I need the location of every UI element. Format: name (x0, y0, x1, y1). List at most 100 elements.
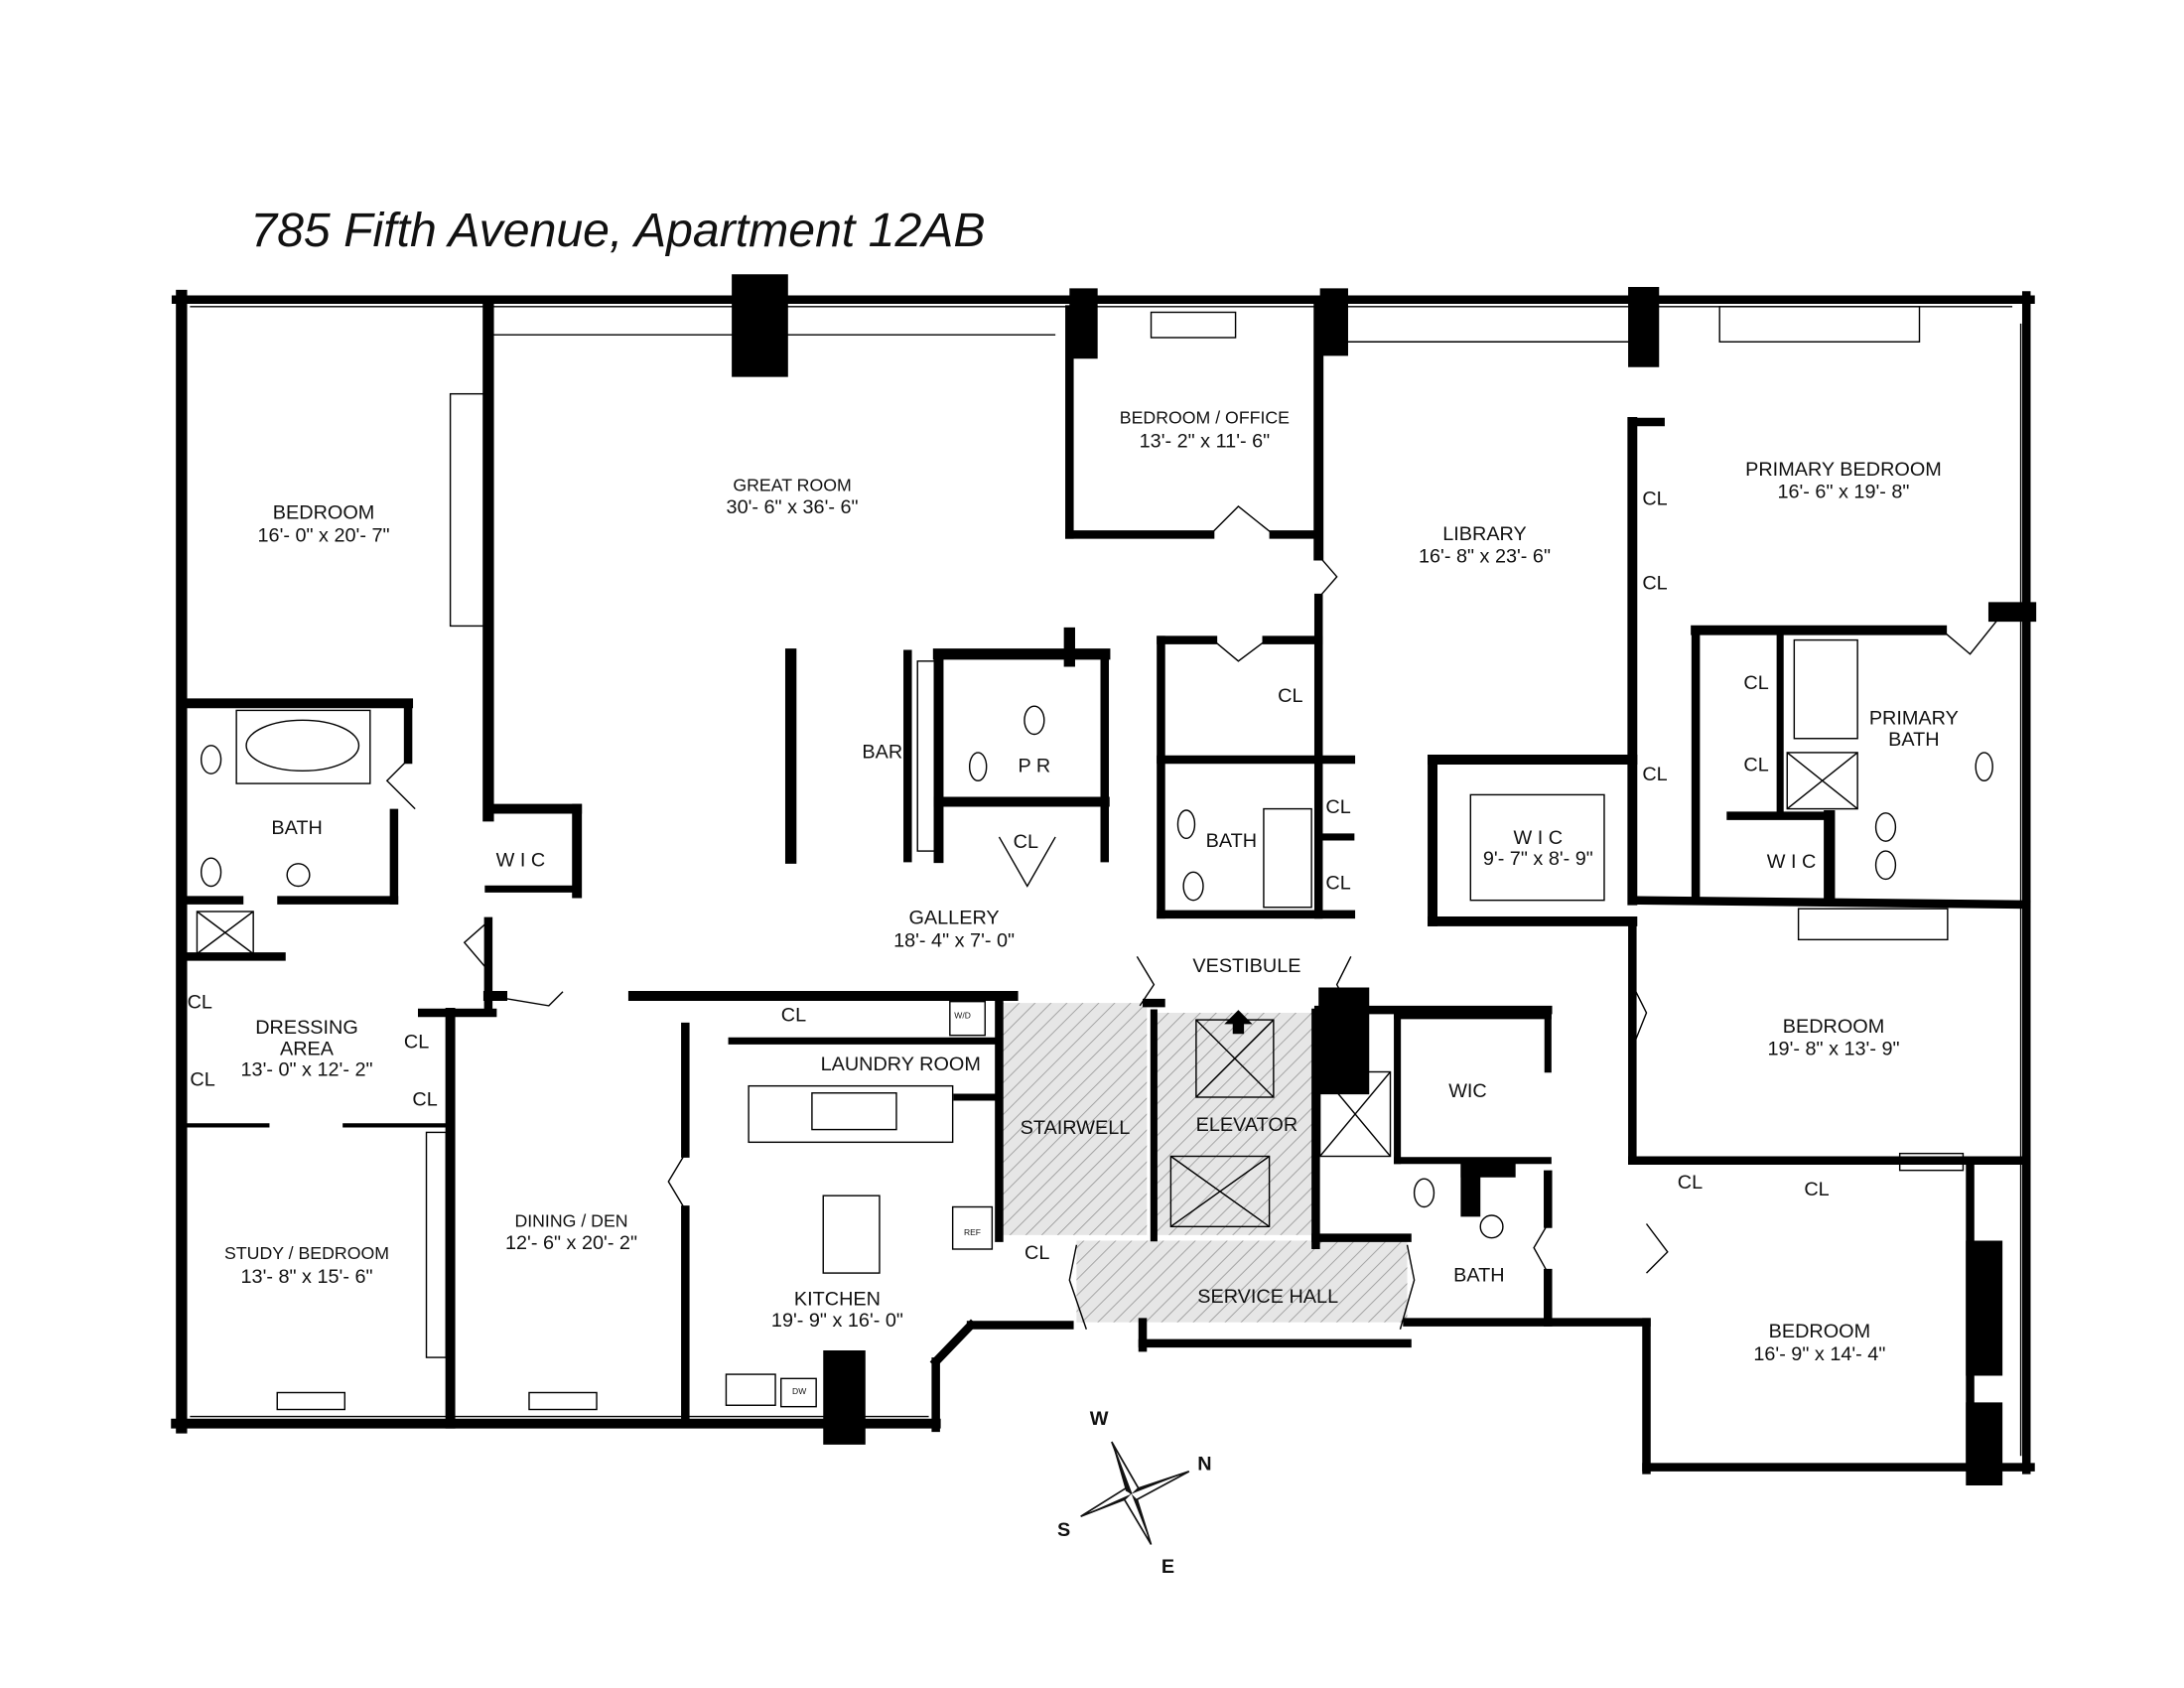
room-label: BEDROOM (1769, 1321, 1870, 1342)
bar-counter (916, 660, 938, 852)
range (811, 1092, 897, 1131)
refrigerator (951, 1205, 994, 1250)
dishwasher-label: DW (792, 1386, 806, 1396)
room-dimensions: 9'- 7" x 8'- 9" (1483, 848, 1593, 870)
compass-south: S (1057, 1519, 1070, 1541)
door-swing (1399, 1244, 1416, 1330)
shower (1318, 1070, 1392, 1158)
room-label: LAUNDRY ROOM (821, 1054, 981, 1075)
built-in-cabinet (425, 1131, 448, 1358)
room-dimensions: 16'- 6" x 19'- 8" (1777, 482, 1909, 503)
toilet (200, 857, 222, 888)
walls (171, 274, 2037, 1485)
room-dimensions: 16'- 9" x 14'- 4" (1753, 1343, 1885, 1365)
toilet (1874, 812, 1897, 842)
room-label: GREAT ROOM (733, 475, 851, 494)
closet-label: CL (781, 1005, 806, 1027)
arrow-icon (1224, 1010, 1253, 1035)
compass-outline (1080, 1441, 1190, 1545)
closet-shelving (1469, 793, 1605, 902)
room-dimensions: 16'- 0" x 20'- 7" (258, 524, 390, 546)
radiator (528, 1391, 598, 1411)
sink (286, 863, 311, 888)
room-dimensions: 12'- 6" x 20'- 2" (505, 1232, 637, 1254)
room-dimensions: 13'- 8" x 15'- 6" (241, 1266, 373, 1288)
closet-label: CL (1642, 764, 1667, 785)
room-labels: BEDROOM 16'- 0" x 20'- 7" GREAT ROOM 30'… (224, 407, 1959, 1364)
hatched-areas (1002, 1003, 1408, 1323)
wall (1628, 896, 2031, 910)
door-swing (1317, 555, 1338, 599)
closet-label: CL (1325, 872, 1350, 894)
closet-label: CL (1642, 489, 1667, 510)
door-swing (998, 836, 1056, 888)
radiator (1797, 908, 1949, 941)
room-label: PRIMARY BEDROOM (1745, 459, 1942, 481)
cross-mark (1169, 1155, 1271, 1227)
room-label: KITCHEN (794, 1289, 881, 1311)
toilet (1182, 871, 1204, 902)
room-label: STUDY / BEDROOM (224, 1243, 389, 1263)
room-label: VESTIBULE (1192, 955, 1300, 977)
toilet (1024, 705, 1045, 736)
washer-dryer-label: W/D (954, 1011, 971, 1021)
room-label: WIC (1448, 1080, 1487, 1102)
closet-label: CL (1804, 1179, 1829, 1200)
refrigerator-label: REF (964, 1227, 981, 1237)
closet-label: CL (1014, 831, 1038, 853)
door-swing (1645, 1223, 1669, 1274)
room-label: W I C (1514, 827, 1564, 849)
door-swing (506, 991, 564, 1007)
door-swing (1941, 618, 1999, 655)
toilet (1874, 850, 1897, 881)
compass-west: W (1090, 1408, 1109, 1430)
shower (1786, 752, 1858, 810)
closet-label: CL (1642, 573, 1667, 595)
sink (1176, 809, 1196, 840)
wall (929, 1319, 978, 1368)
closet-label: CL (412, 1089, 437, 1111)
kitchen-island (822, 1195, 881, 1274)
room-label: BATH (1888, 729, 1939, 751)
room-label: LIBRARY (1442, 523, 1527, 545)
cross-mark (1786, 752, 1858, 810)
room-label: PRIMARY (1869, 708, 1959, 730)
stairwell-area (1002, 1003, 1148, 1235)
sink (968, 752, 988, 781)
room-label: ELEVATOR (1196, 1114, 1298, 1136)
room-dimensions: 18'- 4" x 7'- 0" (893, 929, 1015, 951)
toilet (1413, 1178, 1435, 1208)
built-in-cabinet (449, 392, 486, 628)
dishwasher (780, 1377, 817, 1408)
toilet (200, 745, 222, 774)
room-label: BEDROOM / OFFICE (1120, 407, 1290, 427)
room-label: SERVICE HALL (1197, 1286, 1338, 1308)
room-dimensions: 19'- 8" x 13'- 9" (1768, 1039, 1900, 1060)
room-label: GALLERY (909, 908, 1000, 929)
door-swing (1068, 1244, 1088, 1330)
fireplace (1718, 306, 1921, 343)
sink (1975, 752, 1993, 781)
door-swing (1631, 984, 1648, 1049)
room-label: AREA (280, 1039, 335, 1060)
room-label: W I C (496, 850, 546, 872)
room-label: DINING / DEN (514, 1210, 627, 1230)
closet-label: CL (1743, 754, 1768, 775)
closet-label: CL (1678, 1172, 1703, 1194)
door-swing (667, 1153, 686, 1210)
room-label: BEDROOM (1783, 1016, 1884, 1038)
room-label: STAIRWELL (1021, 1117, 1131, 1139)
radiator (276, 1391, 346, 1411)
compass-north: N (1197, 1453, 1211, 1475)
radiator (1898, 1152, 1965, 1172)
closet-label: CL (190, 1069, 214, 1091)
door-swing (1209, 505, 1275, 535)
closet-label: CL (188, 992, 212, 1014)
door-swing (463, 920, 489, 971)
fixtures-and-doors (190, 306, 2022, 1457)
closet-label: CL (1743, 672, 1768, 694)
room-dimensions: 19'- 9" x 16'- 0" (771, 1310, 903, 1332)
closet-label: CL (1325, 796, 1350, 818)
counter (748, 1084, 954, 1144)
